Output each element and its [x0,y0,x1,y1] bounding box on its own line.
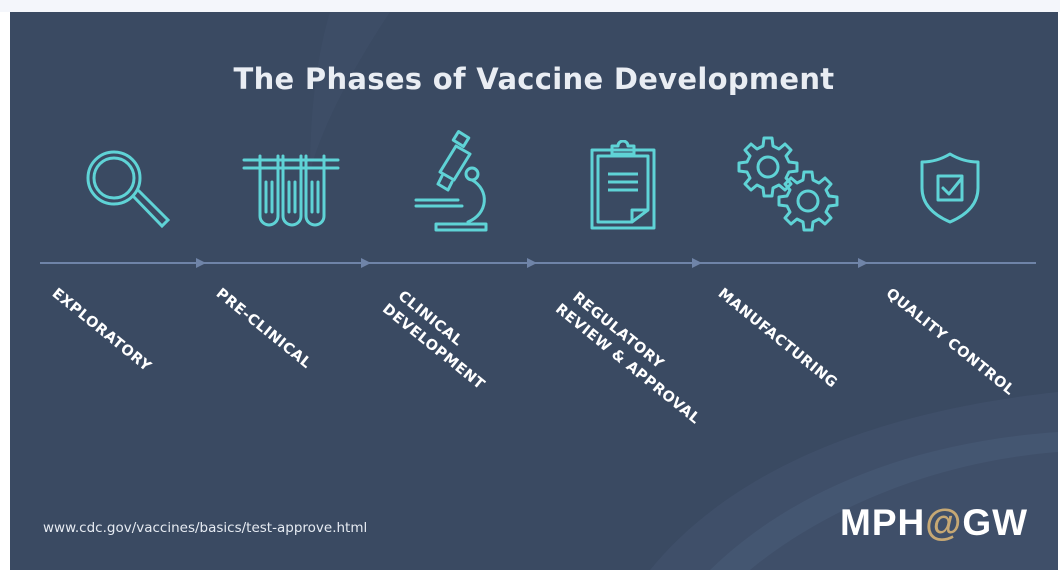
source-url: www.cdc.gov/vaccines/basics/test-approve… [43,520,368,536]
shield-check-icon [920,152,980,224]
microscope-icon [414,130,488,232]
top-strip [0,0,1060,12]
brand-logo: MPH@GW [840,502,1029,543]
magnifying-glass-icon [86,150,171,229]
page-title: The Phases of Vaccine Development [233,62,835,96]
gears-icon [737,136,839,232]
background-swirl [310,12,1058,570]
clipboard-icon [590,140,656,230]
infographic-card: The Phases of Vaccine Development [10,12,1058,570]
test-tubes-icon [242,154,340,227]
timeline-arrow [40,258,1036,268]
